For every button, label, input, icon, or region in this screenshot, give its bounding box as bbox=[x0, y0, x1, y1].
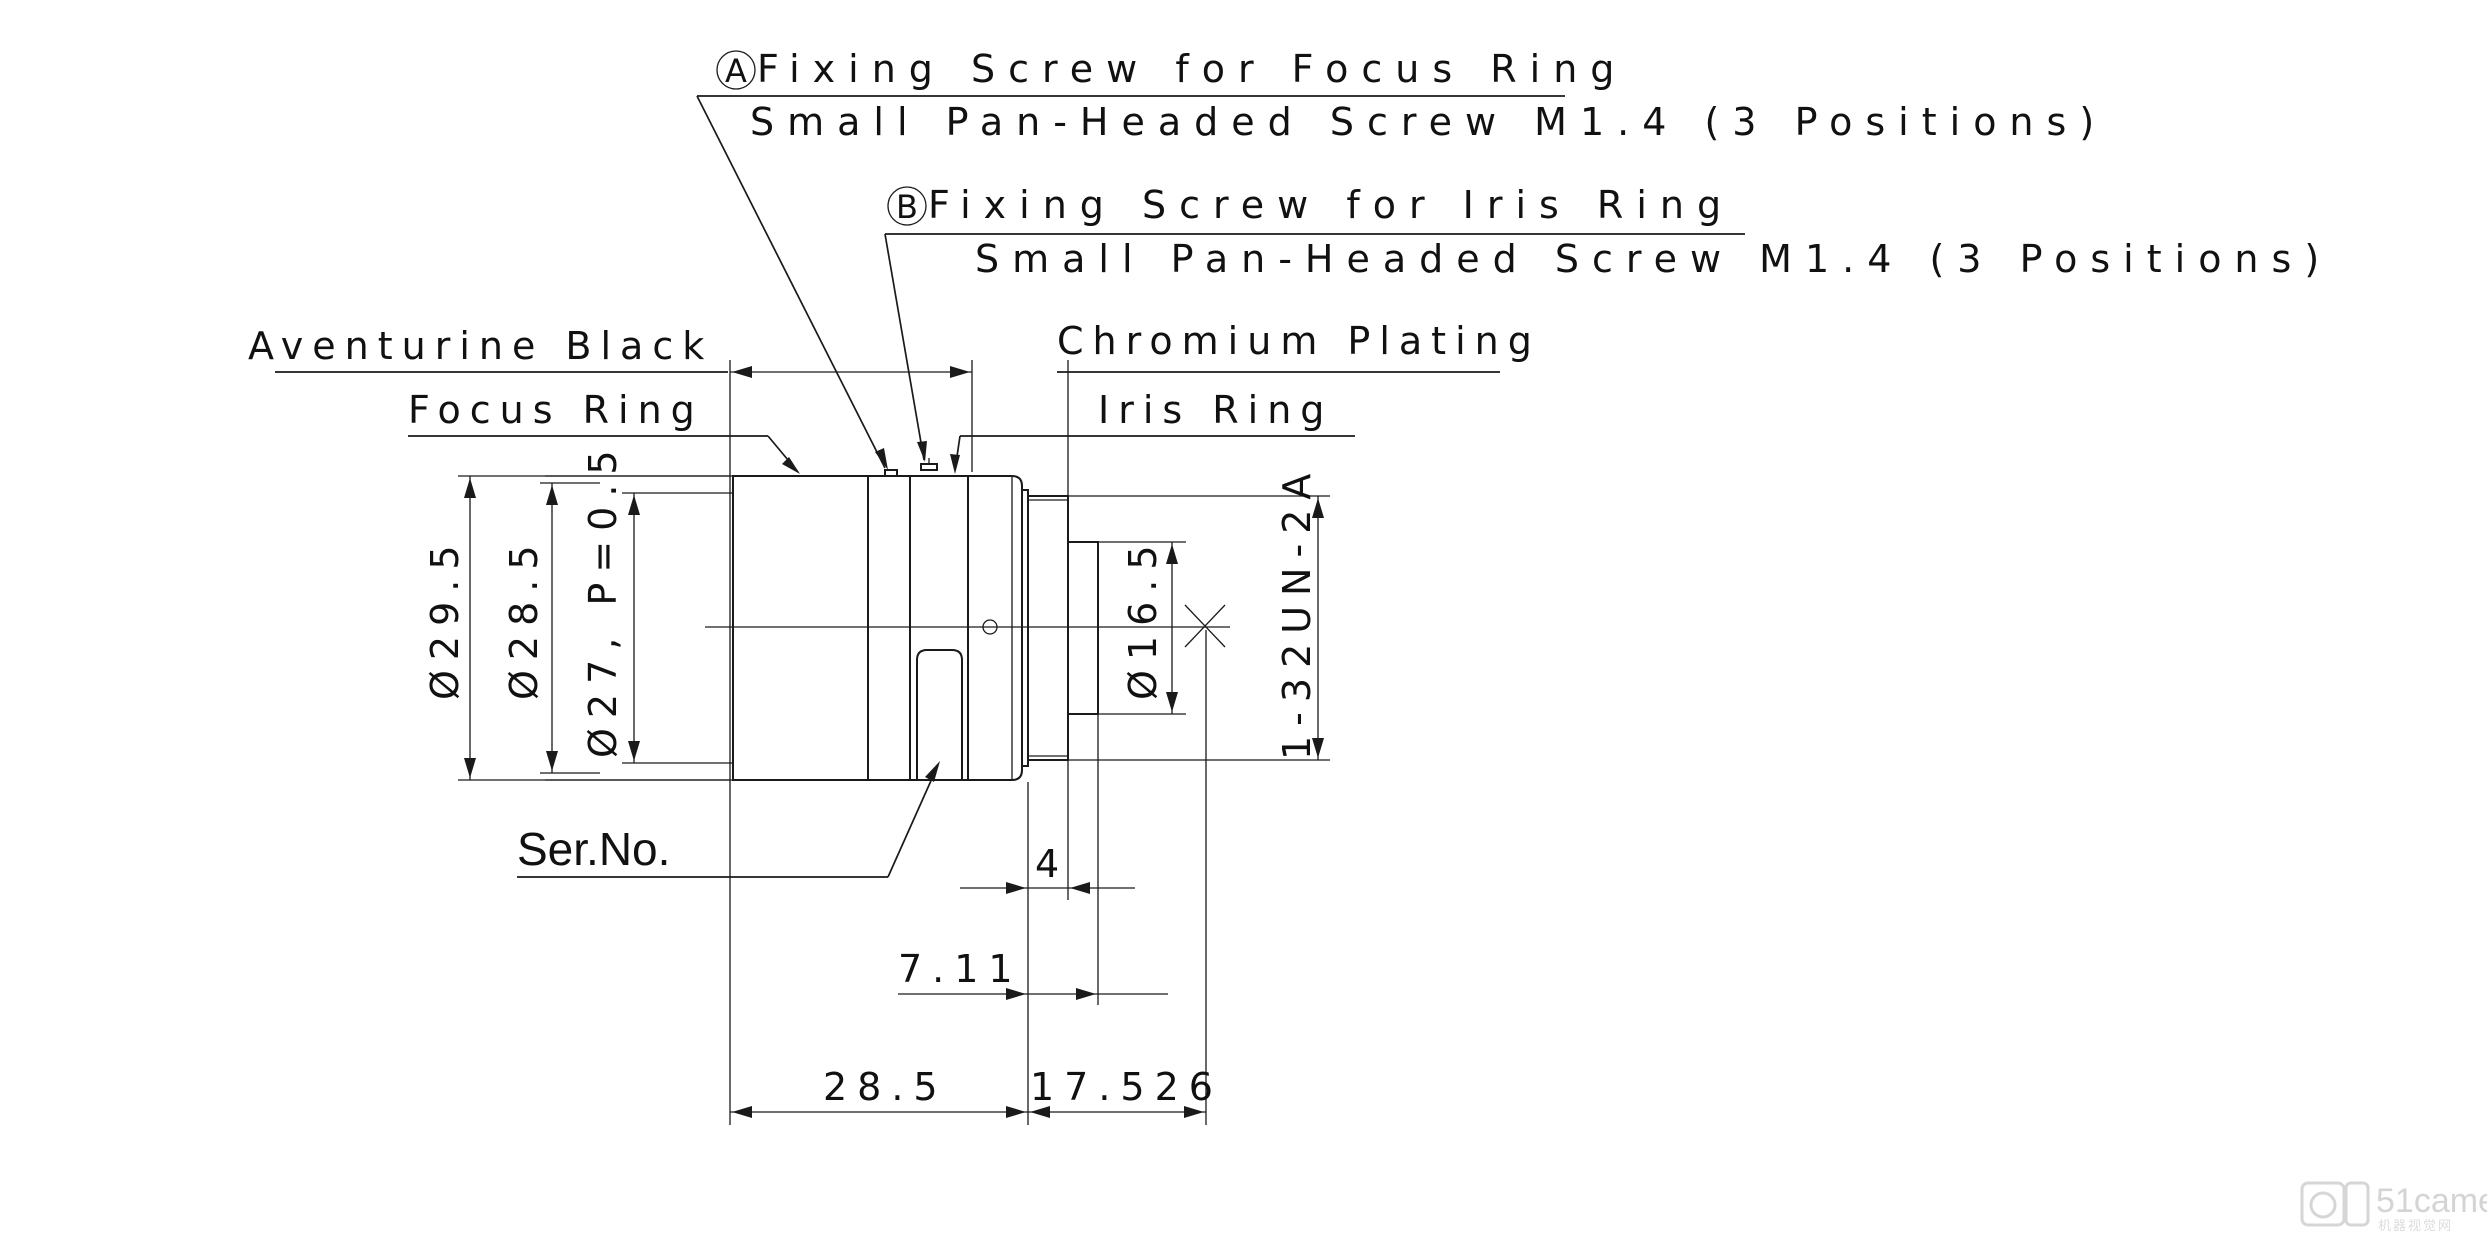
diameter-29-5: Ø29.5 bbox=[423, 535, 467, 700]
watermark-brand: 51camera bbox=[2376, 1182, 2487, 1220]
length-17-526: 17.526 bbox=[1030, 1065, 1223, 1109]
length-4: 4 bbox=[1035, 842, 1069, 886]
iris-ring-label: Iris Ring bbox=[1098, 388, 1333, 432]
ser-no-label: Ser.No. bbox=[517, 823, 670, 875]
watermark-tagline: 机器视觉网 bbox=[2378, 1219, 2453, 1234]
mount-thread-spec: 1-32UN-2A bbox=[1275, 464, 1319, 760]
focus-ring-label: Focus Ring bbox=[408, 388, 704, 432]
callout-a: A Fixing Screw for Focus Ring Small Pan-… bbox=[696, 47, 2107, 470]
watermark-camera-icon bbox=[2300, 1181, 2370, 1227]
finish-labels: Aventurine Black Focus Ring Chromium Pla… bbox=[248, 319, 1541, 1125]
diameter-dimensions: Ø29.5 Ø28.5 Ø27, P=0.5 Ø16.5 1-32UN-2A bbox=[423, 440, 1330, 781]
length-7-11: 7.11 bbox=[898, 947, 1023, 991]
length-28-5: 28.5 bbox=[823, 1065, 948, 1109]
diameter-16-5: Ø16.5 bbox=[1121, 535, 1165, 700]
diameter-28-5: Ø28.5 bbox=[502, 535, 546, 700]
callout-b-detail: Small Pan-Headed Screw M1.4 (3 Positions… bbox=[975, 237, 2332, 281]
diameter-27-thread: Ø27, P=0.5 bbox=[581, 440, 625, 758]
callout-b-title: Fixing Screw for Iris Ring bbox=[928, 183, 1734, 227]
aventurine-black-label: Aventurine Black bbox=[248, 324, 713, 368]
callout-b: B Fixing Screw for Iris Ring Small Pan-H… bbox=[884, 183, 2332, 462]
watermark: 51camera 机器视觉网 bbox=[2300, 1181, 2487, 1234]
callout-a-marker-circle bbox=[716, 50, 756, 90]
callout-a-title: Fixing Screw for Focus Ring bbox=[757, 47, 1627, 91]
length-dimensions: 4 7.11 28.5 17.526 bbox=[730, 630, 1223, 1125]
callout-a-detail: Small Pan-Headed Screw M1.4 (3 Positions… bbox=[750, 100, 2107, 144]
callout-b-marker: B bbox=[896, 188, 918, 226]
chromium-plating-label: Chromium Plating bbox=[1057, 319, 1541, 363]
callout-b-marker-circle bbox=[887, 186, 927, 226]
callout-a-marker: A bbox=[725, 52, 747, 90]
